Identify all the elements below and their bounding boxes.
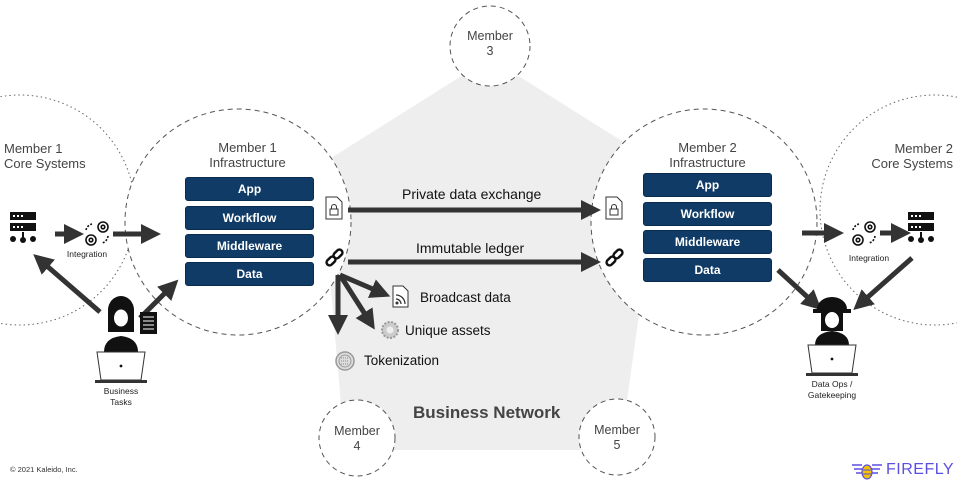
m2-private-doc-icon <box>605 196 623 220</box>
m2-stack-middleware[interactable]: Middleware <box>643 230 772 254</box>
member3-circle <box>449 5 531 87</box>
m1-core-title-line2: Core Systems <box>4 156 86 171</box>
broadcast-data-label: Broadcast data <box>420 290 511 305</box>
unique-assets-gear-icon <box>381 321 399 339</box>
m1-stack-middleware[interactable]: Middleware <box>185 234 314 258</box>
member3-label-line2: 3 <box>486 44 494 58</box>
m2-core-title-line2: Core Systems <box>871 156 953 171</box>
member2-core-circle <box>819 94 957 326</box>
m2-integration-gears-icon <box>852 221 876 246</box>
business-tasks-label-line1: Business <box>103 386 139 396</box>
arrow-unique-assets <box>337 273 375 330</box>
m2-core-title-line1: Member 2 <box>894 141 953 156</box>
m2-stack-data[interactable]: Data <box>643 258 772 282</box>
m1-infra-title-line2: Infrastructure <box>209 155 286 170</box>
business-network-title: Business Network <box>413 403 561 422</box>
arrow-m2-data-to-user <box>776 268 822 311</box>
data-ops-user-icon <box>806 297 858 376</box>
task-list-icon <box>140 312 157 334</box>
tokenization-coin-icon <box>335 351 355 371</box>
m2-stack-workflow[interactable]: Workflow <box>643 202 772 226</box>
private-data-exchange-label: Private data exchange <box>402 186 542 202</box>
copyright-text: © 2021 Kaleido, Inc. <box>10 465 78 474</box>
m1-stack-data[interactable]: Data <box>185 262 314 286</box>
business-tasks-label-line2: Tasks <box>110 397 132 407</box>
tokenization-label: Tokenization <box>364 353 440 368</box>
m1-private-doc-icon <box>325 196 343 220</box>
m2-infra-title-line1: Member 2 <box>678 140 737 155</box>
broadcast-doc-icon <box>392 285 409 308</box>
business-user-icon <box>95 296 147 383</box>
member4-circle <box>318 399 396 477</box>
m1-server-icon <box>10 212 36 243</box>
m1-stack-workflow[interactable]: Workflow <box>185 206 314 230</box>
arrow-m1-user-to-core <box>33 254 102 314</box>
firefly-brand-text: FIREFLY <box>886 461 955 478</box>
m1-ledger-link-icon <box>325 248 344 267</box>
member1-core-circle <box>0 94 136 326</box>
m2-server-icon <box>908 212 934 243</box>
arrow-m2-core-to-user <box>853 256 914 310</box>
m2-infra-title-line2: Infrastructure <box>669 155 746 170</box>
member5-label-line1: Member <box>594 423 640 437</box>
member4-label-line1: Member <box>334 424 380 438</box>
m1-stack-app[interactable]: App <box>185 177 314 201</box>
m1-integration-gears-icon <box>85 221 109 246</box>
m1-infra-title-line1: Member 1 <box>218 140 277 155</box>
member4-label-line2: 4 <box>353 439 361 453</box>
member3-label-line1: Member <box>467 29 513 43</box>
unique-assets-label: Unique assets <box>405 323 491 338</box>
m2-ledger-link-icon <box>605 248 624 267</box>
business-network-area <box>320 58 660 450</box>
m1-integration-label: Integration <box>66 249 108 259</box>
m2-integration-label: Integration <box>848 253 890 263</box>
m2-stack-app[interactable]: App <box>643 173 772 197</box>
arrow-broadcast <box>339 272 391 298</box>
firefly-logo-icon <box>852 464 882 480</box>
member5-circle <box>578 398 656 476</box>
immutable-ledger-label: Immutable ledger <box>416 240 525 256</box>
data-ops-label-line2: Gatekeeping <box>807 390 857 400</box>
data-ops-label-line1: Data Ops / <box>811 379 853 389</box>
member5-label-line2: 5 <box>613 438 621 452</box>
m1-core-title-line1: Member 1 <box>4 141 63 156</box>
